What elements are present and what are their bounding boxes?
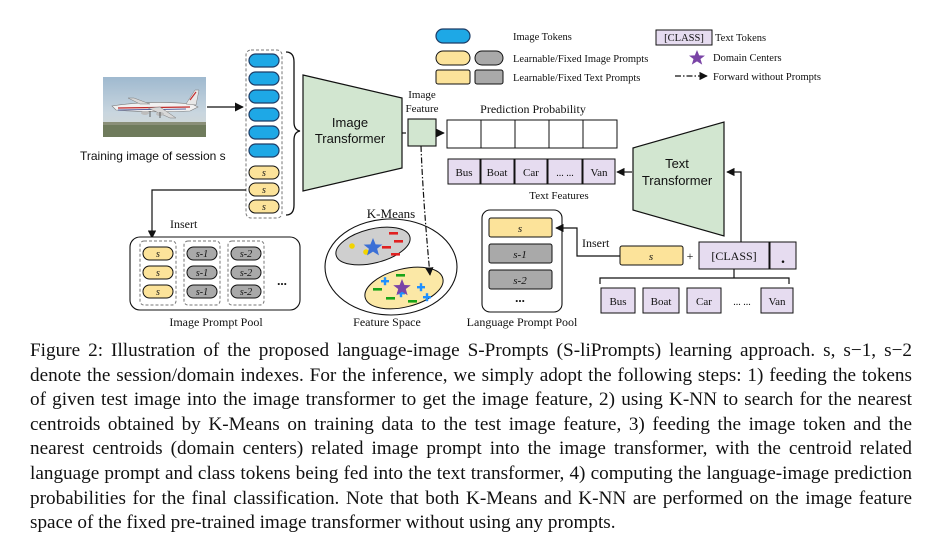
insert-left-label: Insert [170,217,198,231]
text-feature-class: Boat [487,167,508,179]
method-diagram: Image Tokens Learnable/Fixed Image Promp… [80,28,821,329]
image-pool-prompt-label: s [156,249,160,260]
text-feature-class: Bus [455,167,472,179]
image-pool-prompt-label: s-1 [196,268,208,279]
domain-center-star-icon [363,238,383,256]
forward-without-prompts-path [420,145,434,276]
training-image-caption: Training image of session s [80,149,226,163]
image-token [248,125,280,140]
class-token-label: [CLASS] [711,249,756,263]
image-transformer-label: Transformer [315,131,386,146]
dot-token-label: . [781,250,785,267]
training-image [103,77,206,137]
image-feature-label: Image [408,89,436,101]
legend-text-prompts-label: Learnable/Fixed Text Prompts [513,73,640,84]
arrow-insert-left [147,189,246,239]
class-token-bracket [599,277,790,284]
text-transformer-label: Transformer [642,173,713,188]
class-token: ... ... [733,297,751,308]
legend-text-tokens-label: Text Tokens [715,33,766,44]
prediction-probability-label: Prediction Probability [480,102,586,116]
language-prompt [488,217,553,238]
caption-text: Illustration of the proposed language-im… [30,340,913,534]
legend-text-prompt-gray-swatch [474,69,504,85]
image-prompt-token [248,182,280,197]
image-prompt-pool-columns: s s s s-1 s-1 s-1 s-2 s-2 s-2 [139,240,265,306]
legend-domain-centers-label: Domain Centers [713,53,782,64]
language-prompt-label: s-2 [513,275,527,287]
image-token [248,71,280,86]
language-prompt-label: s [518,223,522,235]
image-prompt-token-label: s [262,202,266,213]
image-pool-prompt-label: s [156,287,160,298]
class-token: Bus [609,296,626,308]
image-pool-prompt-label: s-2 [240,287,252,298]
class-tokens-row: Bus Boat Car ... ... Van [600,287,794,314]
arrow-input-to-text-transformer [726,167,742,242]
legend: Image Tokens Learnable/Fixed Image Promp… [435,28,821,85]
text-transformer-block [632,121,725,237]
image-prompt-token [248,165,280,180]
image-pool-prompt-label: s-1 [196,287,208,298]
prediction-probability-cells [446,119,618,149]
language-prompt [488,269,553,290]
image-token [248,107,280,122]
text-features-label: Text Features [529,190,588,202]
language-prompt [488,243,553,264]
image-feature-label: Feature [406,103,439,115]
legend-domain-center-star-icon [689,50,705,65]
image-pool-prompt-label: s-2 [240,249,252,260]
legend-image-prompt-gray-swatch [474,50,504,66]
legend-image-tokens-label: Image Tokens [513,32,572,43]
image-pool-prompt-label: s-1 [196,249,208,260]
image-transformer-label: Image [332,115,368,130]
language-prompt-pool-label: Language Prompt Pool [467,315,578,329]
image-prompt-token-label: s [262,185,266,196]
arrow-insert-right [555,223,620,257]
text-prompt-token-label: s [649,251,653,263]
class-token: Boat [651,296,672,308]
image-token [248,53,280,68]
figure-caption: Figure 2: Illustration of the proposed l… [30,339,912,536]
class-token-box [698,241,770,270]
class-token: Car [696,296,712,308]
kmeans-label: K-Means [367,206,415,221]
language-pool-ellipsis: ... [515,290,525,305]
image-prompt-token-label: s [262,168,266,179]
language-prompt-label: s-1 [513,249,526,261]
plus-sign: + [687,249,694,263]
image-pool-prompt-label: s [156,268,160,279]
token-stack: s s s [245,49,283,219]
text-feature-class: ... ... [556,168,574,179]
image-prompt-pool-label: Image Prompt Pool [169,315,263,329]
legend-text-prompt-yellow-swatch [435,69,471,85]
dot-token-box [769,241,797,270]
legend-image-prompt-yellow-swatch [435,50,471,66]
text-transformer-label: Text [665,156,689,171]
feature-space-label: Feature Space [353,315,421,329]
image-prompt-token [248,199,280,214]
insert-right-label: Insert [582,236,610,250]
legend-image-token-swatch [435,28,471,44]
text-feature-class: Van [590,167,608,179]
image-feature-box [407,118,437,147]
class-token: Van [768,296,786,308]
legend-class-token-label: [CLASS] [664,33,704,44]
image-pool-prompt-label: s-2 [240,268,252,279]
image-token [248,143,280,158]
legend-image-prompts-label: Learnable/Fixed Image Prompts [513,54,648,65]
text-features: Bus Boat Car ... ... Van [447,158,616,185]
token-brace [285,51,301,216]
legend-class-token-box [655,29,713,46]
figure-label: Figure 2: [30,340,104,361]
image-token [248,89,280,104]
image-transformer-block [302,74,403,192]
text-feature-class: Car [523,167,539,179]
domain-center-star-icon [393,279,411,296]
legend-forward-label: Forward without Prompts [713,72,821,83]
image-pool-ellipsis: ... [277,273,287,288]
